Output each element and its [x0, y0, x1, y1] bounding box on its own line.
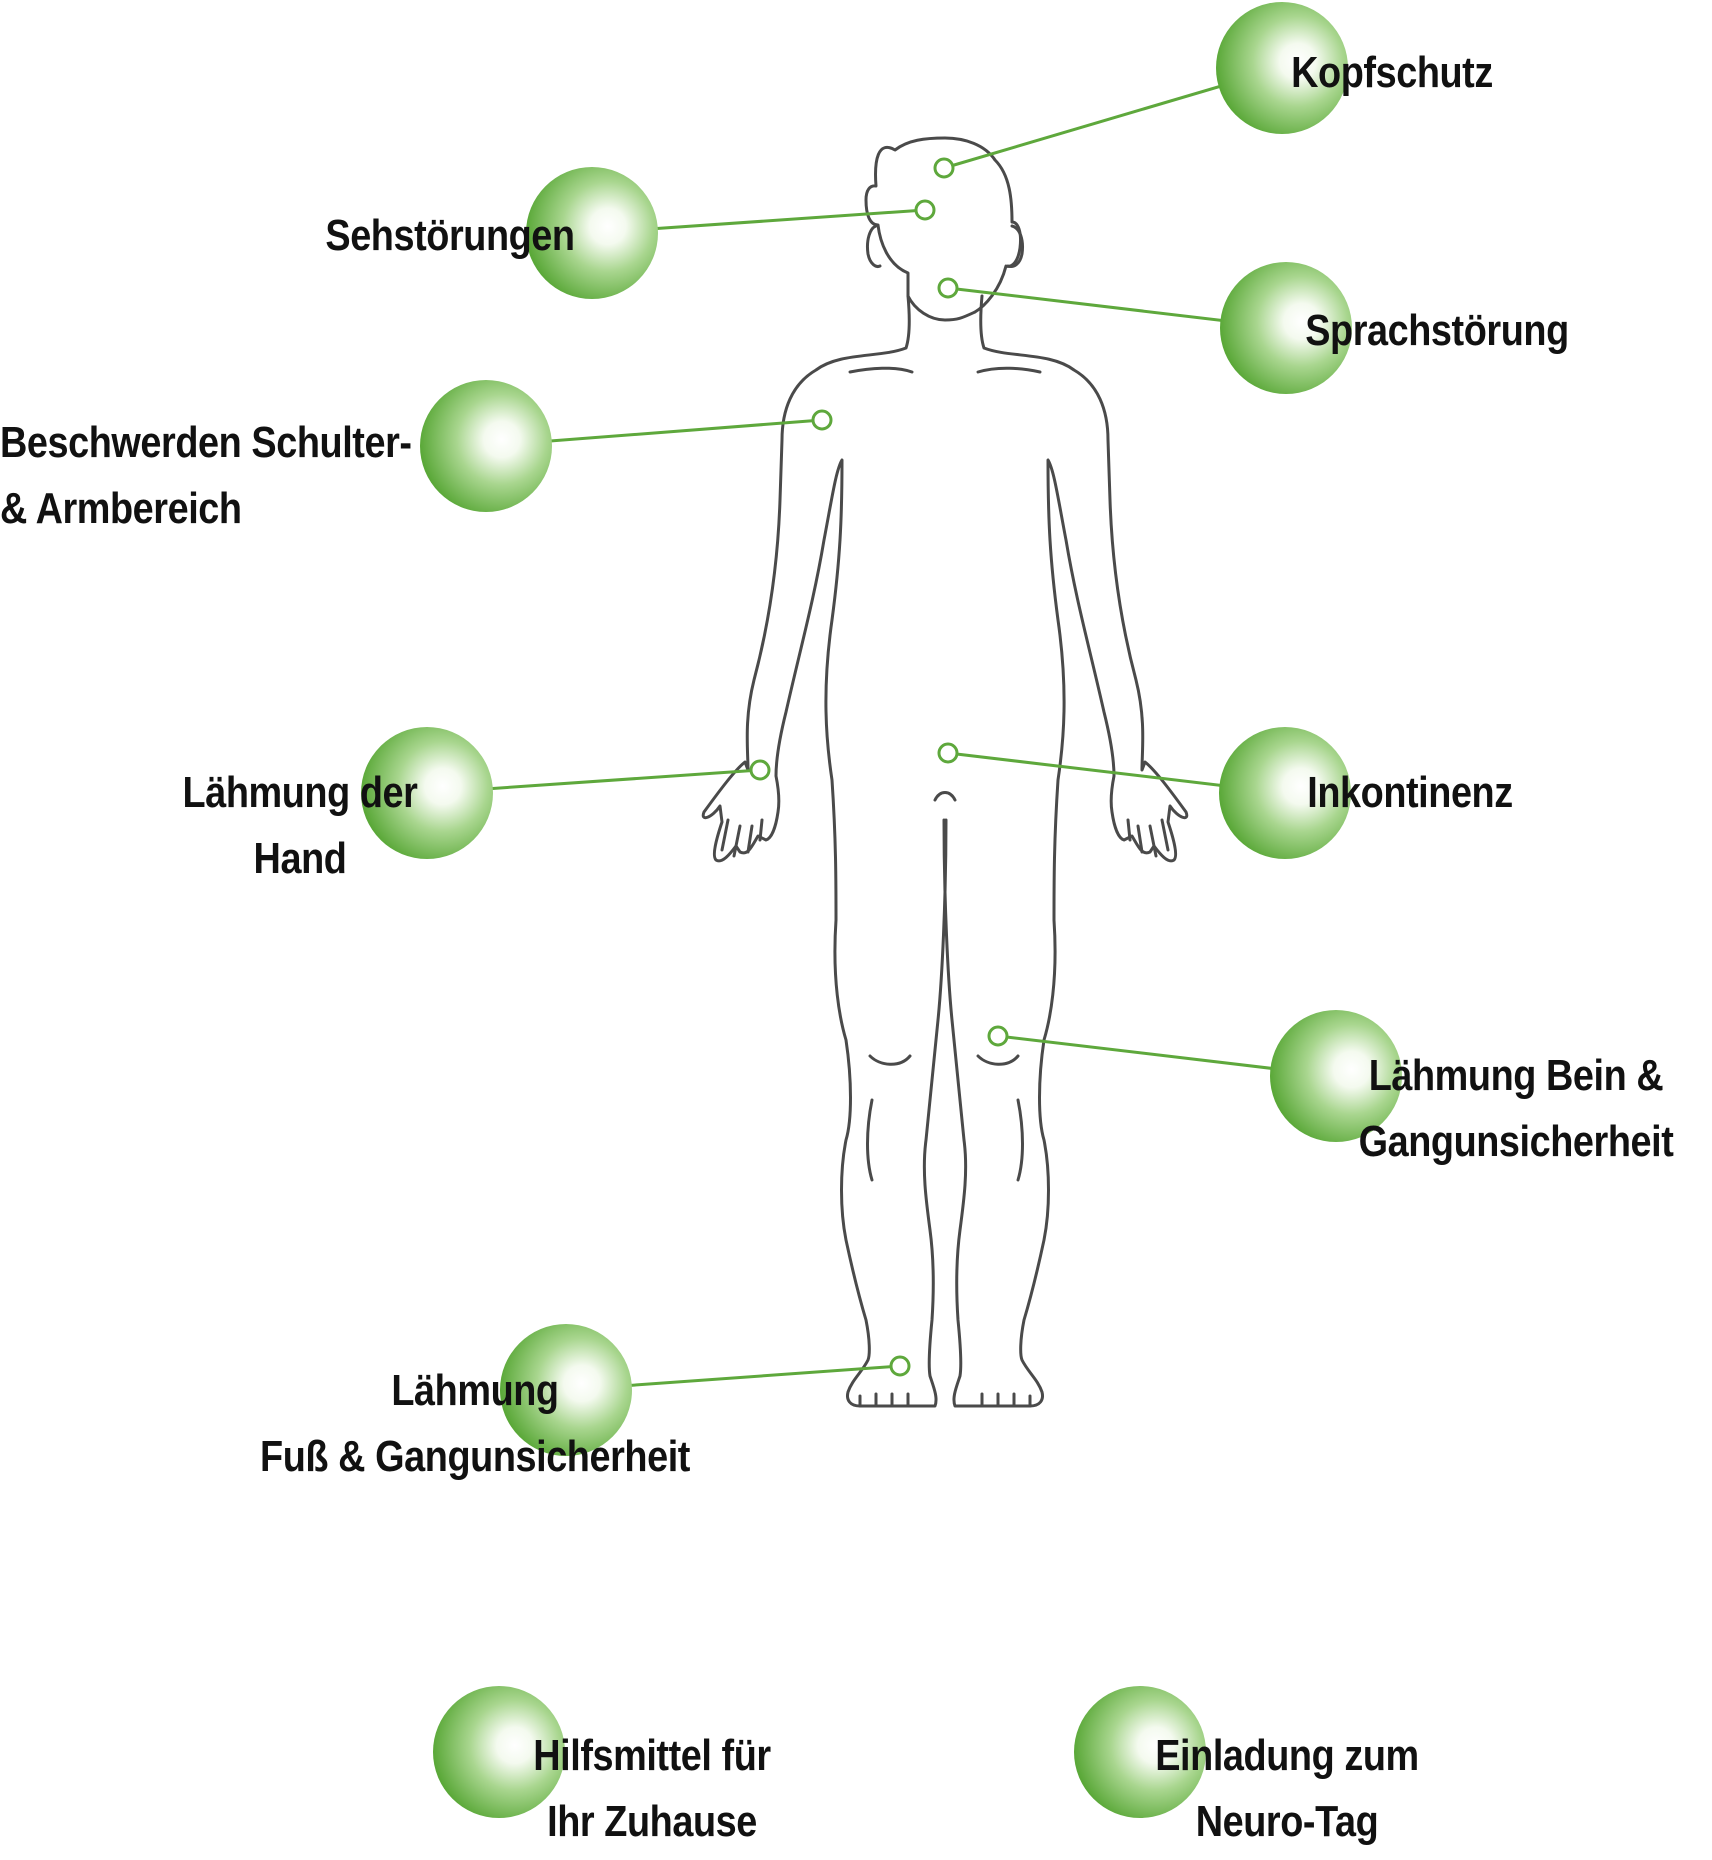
anchor-dot-laehmung-bein[interactable]	[987, 1025, 1009, 1047]
hotspot-label-kopfschutz[interactable]: Kopfschutz	[1048, 40, 1712, 106]
anchor-dot-inkontinenz[interactable]	[937, 742, 959, 764]
hotspot-label-line: Sprachstörung	[1305, 306, 1569, 355]
hotspot-label-line: Fuß & Gangunsicherheit	[260, 1432, 690, 1481]
left-ear	[866, 224, 882, 268]
right-shin-line	[1016, 1098, 1024, 1182]
hotspot-label-line: Einladung zum	[1155, 1731, 1419, 1780]
right-toes	[980, 1392, 1032, 1408]
marker-ball-kopfschutz[interactable]	[1216, 2, 1348, 134]
head-outline	[864, 136, 1022, 322]
hotspot-label-sprachstoerung[interactable]: Sprachstörung	[1093, 298, 1712, 364]
marker-ball-hilfsmittel[interactable]	[433, 1686, 565, 1818]
hotspot-label-line: Lähmung der	[182, 768, 418, 817]
anchor-dot-sprachstoerung[interactable]	[937, 277, 959, 299]
hotspot-label-line: Lähmung	[391, 1366, 559, 1415]
hotspot-label-schulter-arm[interactable]: Beschwerden Schulter- & Armbereich	[0, 410, 412, 542]
marker-ball-sprachstoerung[interactable]	[1220, 262, 1352, 394]
crotch-line	[933, 791, 957, 802]
hotspot-label-line: Kopfschutz	[1291, 48, 1493, 97]
hotspot-label-line: & Armbereich	[0, 484, 242, 533]
marker-ball-neuro-tag[interactable]	[1074, 1686, 1206, 1818]
hotspot-label-line: Sehstörungen	[325, 211, 575, 260]
right-knee	[976, 1054, 1020, 1066]
right-collarbone	[976, 366, 1042, 374]
anchor-dots	[749, 157, 1009, 1377]
left-knee	[868, 1054, 912, 1066]
anchor-dot-kopfschutz[interactable]	[933, 157, 955, 179]
marker-balls	[361, 2, 1402, 1818]
anchor-dot-schulter-arm[interactable]	[811, 409, 833, 431]
hotspot-label-line: Neuro-Tag	[1195, 1797, 1379, 1846]
hotspot-label-line: Ihr Zuhause	[547, 1797, 757, 1846]
right-hand-fingers	[1126, 818, 1170, 858]
hotspot-label-line: Lähmung Bein &	[1368, 1051, 1664, 1100]
right-ear	[1006, 224, 1024, 268]
marker-ball-laehmung-bein[interactable]	[1270, 1010, 1402, 1142]
marker-ball-inkontinenz[interactable]	[1219, 727, 1351, 859]
hotspot-label-line: Gangunsicherheit	[1358, 1117, 1674, 1166]
left-toes	[858, 1392, 910, 1408]
anchor-dot-sehstoerungen[interactable]	[914, 199, 936, 221]
marker-ball-schulter-arm[interactable]	[420, 380, 552, 512]
marker-ball-sehstoerungen[interactable]	[526, 167, 658, 299]
body-left-contour	[701, 294, 948, 1408]
hotspot-label-laehmung-bein[interactable]: Lähmung Bein & Gangunsicherheit	[1172, 1043, 1712, 1175]
marker-ball-laehmung-fuss[interactable]	[500, 1324, 632, 1456]
hotspot-label-sehstoerungen[interactable]: Sehstörungen	[106, 203, 794, 269]
left-hand-fingers	[720, 818, 764, 858]
marker-ball-laehmung-hand[interactable]	[361, 727, 493, 859]
anchor-dot-laehmung-hand[interactable]	[749, 759, 771, 781]
anchor-dot-laehmung-fuss[interactable]	[889, 1355, 911, 1377]
hotspot-label-line: Inkontinenz	[1307, 768, 1513, 817]
hotspot-label-line: Hand	[253, 834, 347, 883]
hotspot-label-line: Hilfsmittel für	[533, 1731, 771, 1780]
hotspot-label-line: Beschwerden Schulter-	[0, 418, 412, 467]
left-shin-line	[866, 1098, 874, 1182]
left-collarbone	[848, 366, 914, 374]
body-right-contour	[942, 294, 1189, 1408]
hotspot-label-inkontinenz[interactable]: Inkontinenz	[1066, 760, 1712, 826]
